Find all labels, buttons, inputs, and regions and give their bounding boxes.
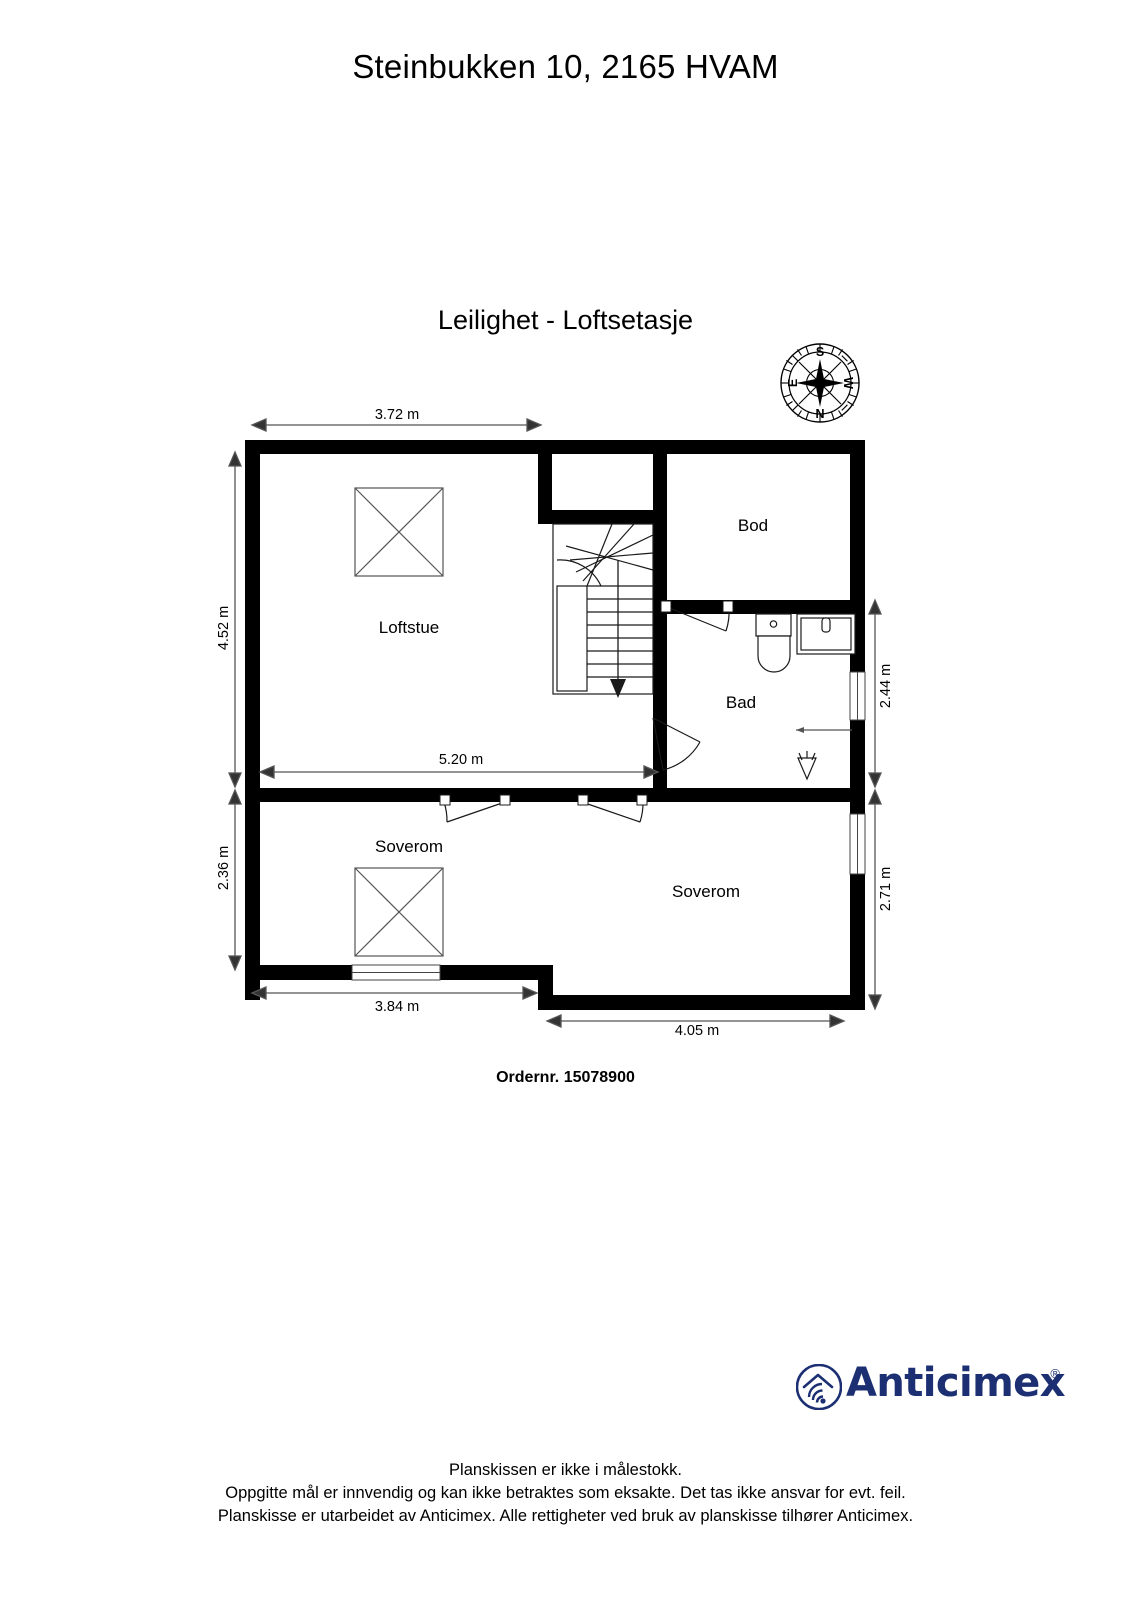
anticimex-wordmark: Anticimex	[846, 1360, 1066, 1406]
door-loftstue	[652, 717, 701, 771]
door-soverom-right	[577, 794, 648, 823]
footer-line-2: Oppgitte mål er innvendig og kan ikke be…	[225, 1484, 906, 1502]
compass-rose: S N E W	[779, 342, 861, 424]
room-label-bad: Bad	[725, 693, 757, 712]
footer-line-1: Planskissen er ikke i målestokk.	[449, 1461, 682, 1479]
door-bad	[660, 600, 734, 632]
bath-accessory	[796, 727, 852, 733]
dimension-label-top-width: 3.72 m	[374, 407, 420, 423]
dimension-label-left-lower-height: 2.36 m	[216, 845, 232, 891]
room-label-soverom-right: Soverom	[671, 882, 741, 901]
footer-disclaimer: Planskissen er ikke i målestokk. Oppgitt…	[0, 1459, 1131, 1528]
compass-label-n: N	[815, 407, 824, 421]
dimension-label-bedroom-right-width: 4.05 m	[674, 1023, 720, 1039]
room-label-loftstue: Loftstue	[378, 618, 440, 637]
page-title: Steinbukken 10, 2165 HVAM	[352, 48, 779, 85]
dimension-label-bedroom-left-width: 3.84 m	[374, 999, 420, 1015]
compass-label-e: E	[786, 379, 800, 387]
room-label-soverom-left: Soverom	[374, 837, 444, 856]
skylight-symbol-loftstue	[354, 487, 444, 577]
dimension-label-right-upper-height: 2.44 m	[878, 663, 894, 709]
compass-label-w: W	[841, 377, 855, 389]
toilet-fixture	[755, 613, 792, 673]
door-soverom-left	[439, 794, 511, 823]
dimension-label-left-upper-height: 4.52 m	[216, 605, 232, 651]
walls	[245, 440, 865, 1010]
floor-plan-subtitle: Leilighet - Loftsetasje	[437, 305, 694, 335]
compass-icon: S N E W	[780, 343, 860, 423]
floor-plan-drawing: Loftstue Bod Bad Soverom Soverom 3.72 m …	[216, 407, 894, 1039]
dimension-lines	[228, 418, 882, 1028]
floor-drain-icon	[797, 751, 817, 781]
footer-line-3: Planskisse er utarbeidet av Anticimex. A…	[217, 1507, 914, 1525]
windows	[351, 671, 866, 981]
anticimex-logo: Anticimex ®	[796, 1358, 1066, 1414]
staircase	[552, 523, 654, 698]
dimension-label-right-lower-height: 2.71 m	[878, 866, 894, 912]
skylight-symbol-soverom	[354, 867, 444, 957]
dimension-label-living-width: 5.20 m	[438, 752, 484, 768]
room-label-bod: Bod	[737, 516, 769, 535]
registered-trademark-mark: ®	[1050, 1366, 1060, 1381]
sink-vanity-fixture	[796, 613, 856, 655]
anticimex-mark-icon	[796, 1364, 842, 1410]
compass-label-s: S	[816, 345, 824, 359]
floor-plan-svg	[228, 418, 882, 1028]
order-number: Ordernr. 15078900	[496, 1069, 635, 1086]
